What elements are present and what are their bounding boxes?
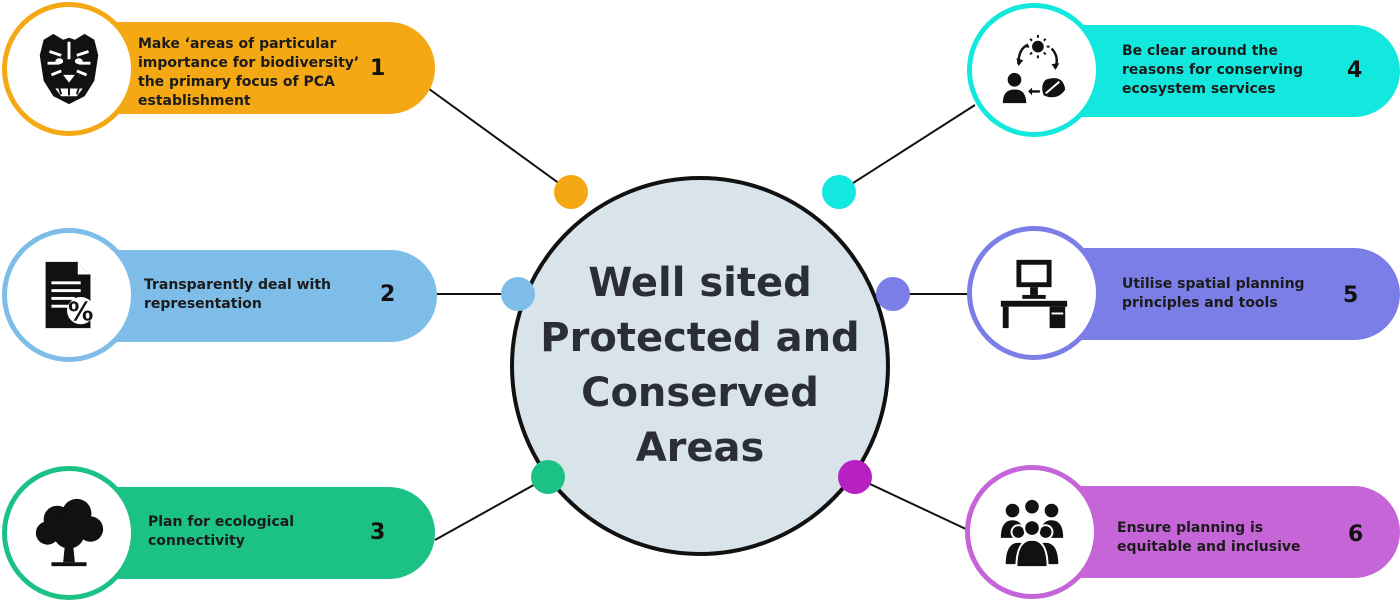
tiger-icon (39, 33, 99, 105)
item-4-text: Be clear around the reasons for conservi… (1122, 43, 1303, 97)
connector-6 (854, 476, 969, 531)
item-4-number: 4 (1347, 58, 1363, 83)
item-5-text: Utilise spatial planning principles and … (1122, 276, 1305, 311)
connector-dot-5 (876, 277, 910, 311)
item-6-number: 6 (1348, 522, 1364, 547)
connector-dot-1 (554, 175, 588, 209)
item-3-icon-circle (2, 466, 136, 600)
ecosystem-cycle-icon (1002, 34, 1066, 104)
item-1-number: 1 (370, 56, 386, 81)
document-percent-icon: % (45, 261, 95, 329)
center-circle: Well sited Protected and Conserved Areas (510, 176, 890, 556)
connector-dot-4 (822, 175, 856, 209)
item-2-text: Transparently deal with representation (144, 277, 332, 312)
connector-dot-2 (501, 277, 535, 311)
item-5-icon-circle (967, 226, 1101, 360)
item-6-text: Ensure planning is equitable and inclusi… (1117, 520, 1301, 555)
connector-1 (424, 85, 572, 193)
svg-text:%: % (68, 296, 93, 326)
connector-4 (838, 104, 976, 193)
item-5-number: 5 (1343, 283, 1359, 308)
item-4-icon-circle (967, 3, 1101, 137)
item-3-number: 3 (370, 520, 386, 545)
connector-dot-6 (838, 460, 872, 494)
tree-icon (35, 498, 104, 567)
connector-3 (434, 476, 549, 541)
computer-desk-icon (1000, 259, 1068, 329)
item-1-text: Make ‘areas of particular importance for… (138, 36, 360, 109)
item-6-icon-circle (965, 465, 1099, 599)
center-title: Well sited Protected and Conserved Areas (540, 260, 860, 471)
item-1-icon-circle (2, 2, 136, 136)
item-3-text: Plan for ecological connectivity (148, 514, 295, 549)
item-2-number: 2 (380, 282, 396, 307)
connector-dot-3 (531, 460, 565, 494)
people-group-icon (1000, 499, 1064, 569)
item-2-icon-circle: % (2, 228, 136, 362)
